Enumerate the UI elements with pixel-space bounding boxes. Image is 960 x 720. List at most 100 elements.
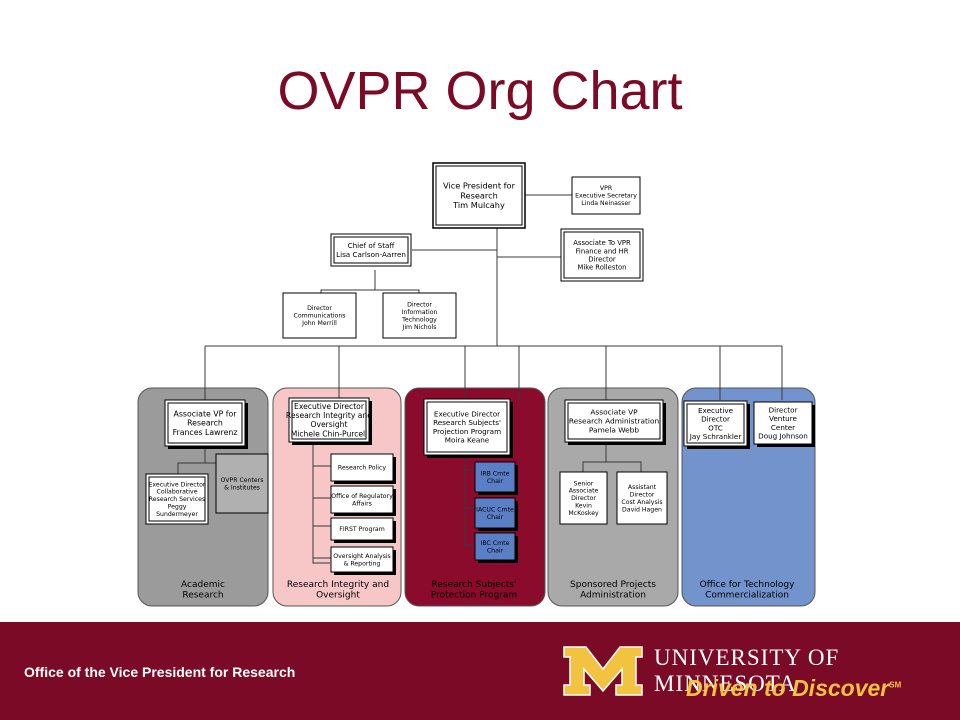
ovpr-centers-box-line: OVPR Centers	[220, 477, 263, 484]
director-it-box-line: Information	[402, 309, 438, 316]
sponsored-head-box-line: Research Administration	[569, 417, 660, 426]
technology-commercialization-label-line: Commercialization	[705, 591, 789, 601]
iacuc-chair-box-line: Chair	[487, 514, 504, 521]
sponsored-sub-connector-1	[582, 442, 607, 472]
iacuc-chair-box	[474, 497, 516, 529]
subjects-head-box-line: Moira Keane	[445, 435, 490, 444]
venture-center-box	[753, 401, 813, 445]
ibc-chair-box-line: IBC Cmte	[481, 540, 510, 547]
sponsored-head-box	[564, 399, 664, 443]
vp-box	[432, 162, 526, 229]
page-title: OVPR Org Chart	[277, 61, 683, 121]
senior-associate-director-box-line: McKoskey	[568, 510, 599, 517]
chief-of-staff-box-line: Chief of Staff	[348, 241, 396, 250]
academic-research-label-line: Research	[182, 591, 223, 601]
academic-head-box	[164, 399, 246, 447]
otc-head-box	[683, 400, 748, 447]
collaborative-research-box-line: Collaborative	[157, 489, 198, 496]
regulatory-affairs-box	[330, 485, 394, 514]
footer-office-name: Office of the Vice President for Researc…	[24, 664, 296, 680]
vp-box-line: Research	[460, 190, 498, 200]
director-it-box	[382, 292, 457, 339]
finance-hr-box-inner-border	[563, 231, 641, 279]
venture-center-box-line: Doug Johnson	[758, 431, 808, 440]
regulatory-affairs-box-line: Office of Regulatory	[331, 493, 393, 500]
senior-associate-director-box-line: Associate	[569, 488, 599, 495]
collaborative-research-box-line: Sundermeyer	[156, 511, 198, 518]
technology-commercialization-label-line: Office for Technology	[700, 580, 795, 590]
first-program-box-line: FIRST Program	[339, 526, 384, 533]
director-communications-box-line: Communications	[294, 313, 346, 320]
footer-band	[0, 622, 960, 720]
chief-of-staff-box-line: Lisa Carlson-Aarren	[336, 250, 406, 259]
collaborative-research-box	[145, 473, 209, 525]
ibc-chair-box	[474, 532, 516, 561]
oversight-analysis-box-line: Oversight Analysis	[333, 553, 391, 560]
assistant-director-cost-box-line: Assistant	[628, 484, 657, 491]
research-integrity-label-line: Oversight	[316, 591, 360, 601]
otc-head-box-line: Jay Schrankler	[689, 432, 742, 441]
research-subjects-label-line: Research Subjects'	[432, 580, 517, 590]
ibc-chair-box-line: Chair	[487, 547, 504, 554]
chief-to-it	[375, 289, 420, 293]
oversight-analysis-box-line: & Reporting	[344, 560, 381, 567]
academic-head-box-inner-border	[167, 402, 243, 444]
director-it-box-line: Technology	[401, 316, 437, 323]
senior-associate-director-box-line: Senior	[574, 480, 594, 487]
venture-center-box-line: Center	[771, 423, 795, 432]
academic-research-label-line: Academic	[181, 580, 225, 590]
finance-hr-box-line: Finance and HR	[576, 247, 629, 255]
integrity-head-box-line: Oversight	[311, 420, 348, 429]
sponsored-sub-connector-2	[606, 461, 642, 472]
venture-center-box-line: Venture	[769, 414, 798, 423]
research-subjects-label-line: Protection Program	[431, 591, 517, 601]
academic-sub-connector-1	[177, 446, 206, 474]
vp-box-inner-border	[435, 165, 523, 226]
irb-chair-box	[474, 461, 516, 493]
integrity-vertical	[312, 442, 330, 564]
senior-associate-director-box	[559, 471, 608, 525]
collaborative-research-box-line: Research Services	[149, 496, 205, 503]
director-it-box-line: Director	[407, 302, 432, 309]
integrity-head-box-line: Executive Director	[294, 402, 365, 411]
research-policy-box-line: Research Policy	[338, 465, 386, 472]
collaborative-research-box-line: Peggy	[168, 504, 187, 511]
regulatory-affairs-box-line: Affairs	[352, 500, 372, 507]
assistant-director-cost-box-line: David Hagen	[622, 506, 662, 513]
exec-secretary-box-line: Linda Neinasser	[581, 200, 631, 207]
senior-associate-director-box-line: Kevin	[575, 503, 592, 510]
chief-of-staff-box-inner-border	[333, 236, 409, 264]
university-name: UNIVERSITY OF MINNESOTA	[654, 645, 840, 696]
irb-chair-box-line: Chair	[487, 478, 504, 485]
senior-associate-director-box-line: Director	[571, 495, 596, 502]
chief-to-comm	[320, 270, 376, 293]
collaborative-research-box-line: Executive Director	[149, 481, 206, 488]
integrity-head-box-line: Michele Chin-Purcell	[291, 429, 368, 438]
director-communications-box	[282, 292, 357, 339]
finance-hr-box	[560, 228, 644, 282]
assistant-director-cost-box-line: Cost Analysis	[621, 499, 662, 506]
subjects-head-box-line: Research Subjects'	[433, 418, 501, 427]
sponsored-head-box-inner-border	[567, 402, 661, 440]
otc-head-box-line: Executive	[698, 406, 734, 415]
director-it-box-line: Jim Nichols	[402, 324, 437, 331]
otc-head-box-inner-border	[686, 403, 745, 444]
research-integrity-label-line: Research Integrity and	[287, 580, 389, 590]
integrity-head-box	[288, 397, 370, 443]
assistant-director-cost-box-line: Director	[630, 491, 655, 498]
tagline-text: Driven to Discover	[686, 675, 890, 701]
chief-of-staff-box	[330, 233, 412, 267]
exec-secretary-box-line: VPR	[600, 185, 613, 192]
finance-hr-box-line: Associate To VPR	[573, 239, 631, 247]
ovpr-centers-box	[215, 453, 269, 514]
subjects-head-box-inner-border	[426, 401, 508, 453]
sponsored-head-box-line: Pamela Webb	[589, 425, 639, 434]
venture-center-box-line: Director	[769, 406, 798, 415]
sponsored-head-box-line: Associate VP	[590, 408, 638, 417]
integrity-head-box-inner-border	[291, 400, 367, 440]
subjects-head-box-line: Executive Director	[434, 410, 500, 419]
service-mark: SM	[889, 680, 902, 690]
vp-box-line: Tim Mulcahy	[452, 200, 505, 210]
otc-head-box-line: Director	[701, 415, 730, 424]
